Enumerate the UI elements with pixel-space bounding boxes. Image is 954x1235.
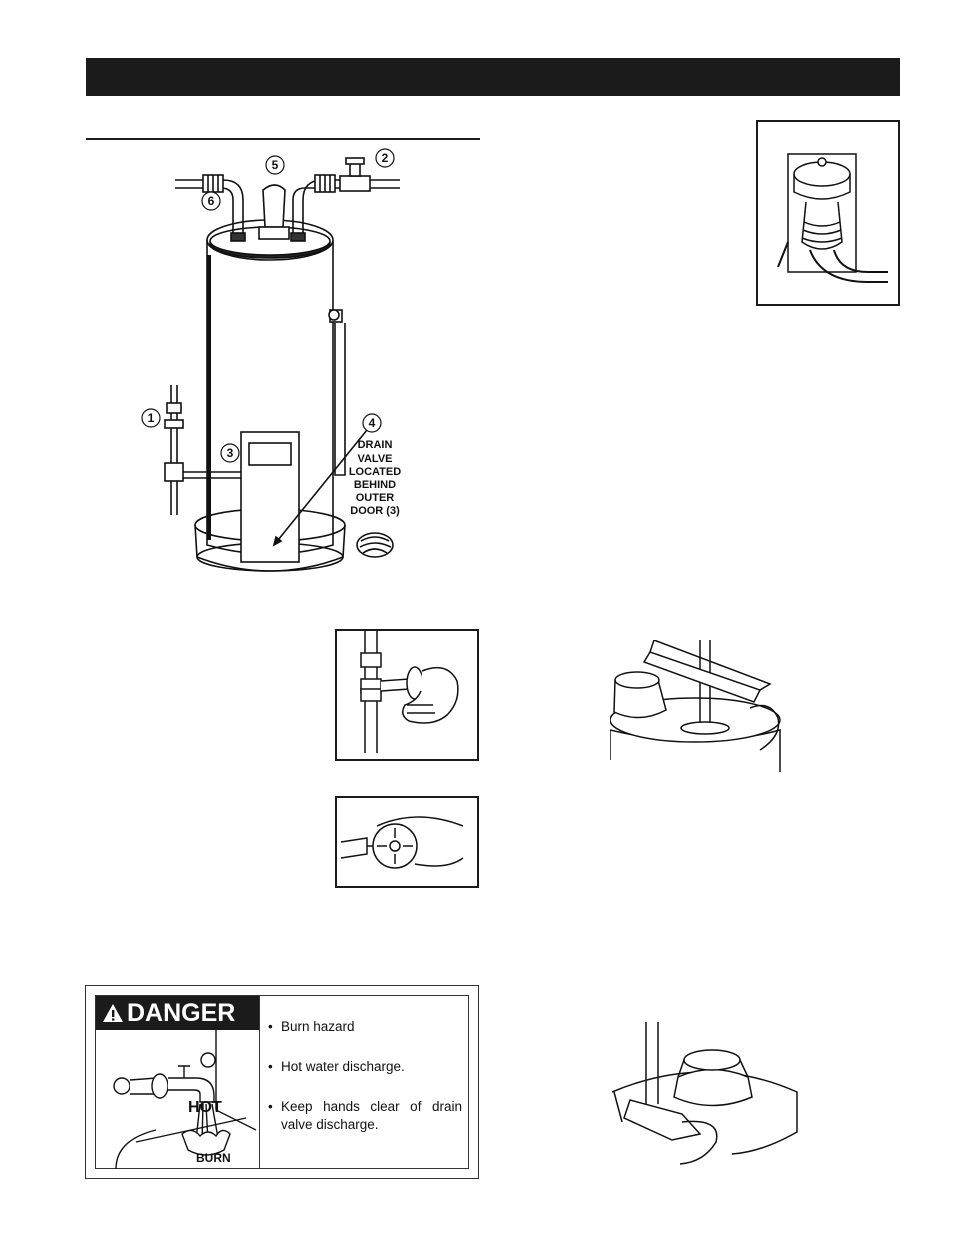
drain-note-line-5: OUTER <box>356 492 395 504</box>
danger-label: DANGER HOT BURN •Burn hazard •Hot water … <box>85 985 479 1179</box>
cold-valve-illustration <box>335 629 479 761</box>
warning-triangle-icon <box>102 996 124 1030</box>
drain-note-line-6: DOOR (3) <box>350 505 400 517</box>
callout-3: 3 <box>227 446 234 460</box>
danger-list: •Burn hazard •Hot water discharge. •Keep… <box>268 1018 462 1156</box>
drain-note-line-1: DRAIN <box>358 439 393 451</box>
danger-item: •Hot water discharge. <box>268 1059 405 1074</box>
danger-divider <box>259 996 260 1168</box>
element-removal-illustration <box>610 640 781 772</box>
danger-item-text: Keep hands clear of drain valve discharg… <box>281 1099 462 1132</box>
callout-6: 6 <box>208 194 215 208</box>
danger-heading-text: DANGER <box>127 999 236 1027</box>
callout-4: 4 <box>369 416 376 430</box>
danger-heading: DANGER <box>96 996 259 1030</box>
hot-water-burn-illustration: HOT BURN <box>113 1030 257 1169</box>
callout-2: 2 <box>382 151 389 165</box>
danger-item-text: Hot water discharge. <box>281 1059 405 1074</box>
drain-note-line-2: VALVE <box>357 453 392 465</box>
drain-hose-illustration <box>756 120 900 306</box>
drain-note-line-3: LOCATED <box>349 466 401 478</box>
danger-item: •Keep hands clear of drain valve dischar… <box>268 1099 462 1132</box>
danger-item: •Burn hazard <box>268 1019 355 1034</box>
section-rule <box>86 138 480 140</box>
callout-5: 5 <box>272 158 279 172</box>
drain-note-line-4: BEHIND <box>354 479 396 491</box>
water-heater-diagram: 1 2 3 4 5 6 DRAIN VALVE LOCATED BEHIND O… <box>141 148 401 572</box>
faucet-illustration <box>335 796 479 888</box>
danger-label-inner: DANGER HOT BURN •Burn hazard •Hot water … <box>95 995 469 1169</box>
callout-1: 1 <box>148 411 155 425</box>
danger-item-text: Burn hazard <box>281 1019 355 1034</box>
burn-text: BURN <box>196 1151 231 1165</box>
hot-text: HOT <box>188 1099 222 1116</box>
header-bar <box>86 58 900 96</box>
anode-wrench-illustration <box>612 1022 798 1165</box>
